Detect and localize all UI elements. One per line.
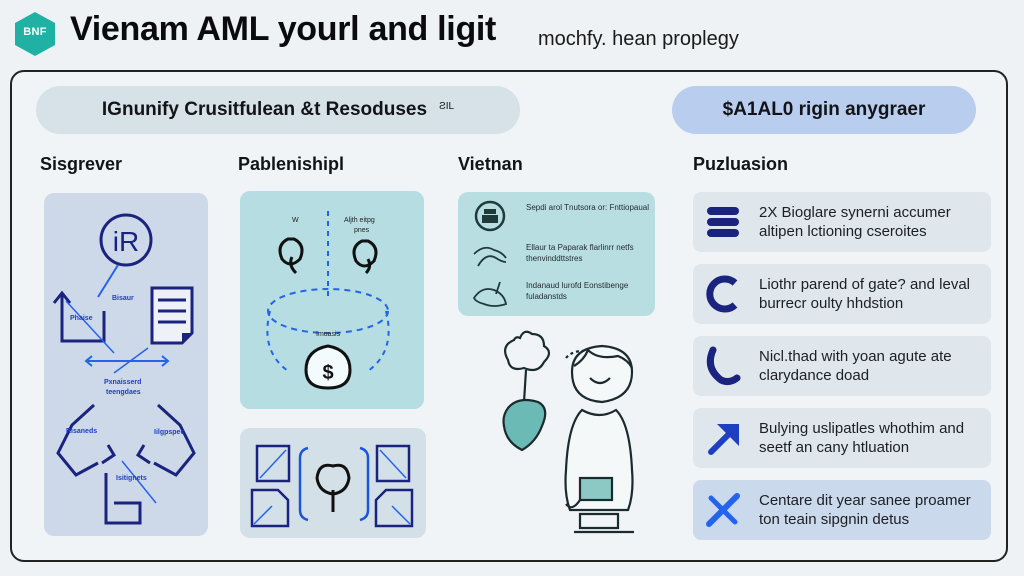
frame-icon [375,444,411,483]
column-heading-2: Pablenishipl [238,154,345,174]
list-item[interactable]: Bulying uslipatles whothim and seetf an … [693,408,991,468]
connector-line [97,264,119,298]
svg-text:$: $ [322,362,333,384]
flow-label: W [292,217,299,224]
process-diagram: iR [52,213,196,525]
cake-icon [474,200,506,232]
snake-coin-icon [278,237,304,275]
card-text: Centare dit year sanee proamer ton teain… [759,492,971,528]
card-text: 2X Bioglare synerni accumer altipen lcti… [759,204,951,240]
logo[interactable]: BNF [14,11,56,57]
column-heading-3: Vietnan [458,154,523,174]
linked-assets-diagram [250,444,414,528]
arrow-up-right-icon [708,424,739,455]
frame-icon [374,488,414,528]
frame-icon [250,488,290,528]
close-x-icon [706,493,740,527]
list-item[interactable]: Indanaud lurofd Eonstibenge fuladanstds [458,276,655,312]
arrow-cycle-icon [56,403,196,525]
partnership-flow-diagram: $ [266,211,390,390]
flow-label: Aljth eitpg [344,217,375,224]
column-heading-4: Puzluasion [693,154,789,174]
origin-pill-button[interactable]: $A1AL0 rigin anygraer [672,86,976,134]
card-text: Nicl.thad with yoan agute ate clarydance… [759,348,952,384]
snake-coin-icon [315,463,351,512]
resources-pill-button[interactable]: IGnunify Crusitfulean &t Resoduses ƧIL [36,86,520,134]
list-item-text: Indanaud lurofd Eonstibenge fuladanstds [526,281,629,301]
corner-arrow-icon [52,290,115,354]
bracket-icon [298,446,370,522]
list-item-text: Ellaur ta Paparak flarlinrr netfs thenvi… [526,243,634,263]
vietnam-info-panel: Sepdi arol Tnutsora or: Fnttiopaual Ella… [458,192,655,316]
partnership-flow-panel[interactable]: $ W Aljth eitpg pnes Imuasis [240,191,424,409]
origin-pill-label: $A1AL0 rigin anygraer [722,99,926,120]
logo-text: BNF [23,26,47,38]
diagram-label: Iilgpspec [154,429,185,436]
handshake-icon [473,246,507,267]
list-item[interactable]: Nicl.thad with yoan agute ate clarydance… [693,336,991,396]
flow-label: pnes [354,227,370,234]
list-item[interactable]: 2X Bioglare synerni accumer altipen lcti… [693,192,991,252]
flow-label: Imuasis [316,331,341,338]
linked-assets-panel[interactable] [240,428,426,538]
list-item-text: Sepdi arol Tnutsora or: Fnttiopaual [526,203,650,212]
list-item[interactable]: Ellaur ta Paparak flarlinrr netfs thenvi… [458,238,655,274]
page-title: Vienam AML yourl and ligit [70,10,497,48]
dollar-coin-icon: $ [304,344,352,390]
hexagon-logo-icon [15,12,55,56]
app-header: BNF Vienam AML yourl and ligit mochfy. h… [0,0,1024,68]
svg-text:iR: iR [113,226,139,257]
list-item[interactable]: Sepdi arol Tnutsora or: Fnttiopaual [458,198,655,234]
diagram-label: Isitignets [116,475,147,482]
diagram-label: Pxnaisserd [104,379,142,386]
diagram-label: Risaneds [66,428,98,435]
diagram-label: Phaise [70,315,93,322]
double-arrow-icon [84,347,170,374]
document-icon [150,286,194,345]
person-with-balloon-icon [502,330,634,534]
person-with-balloon-illustration [462,318,662,550]
snake-coin-icon [352,239,378,275]
frame-icon [255,444,291,483]
resources-pill-label: IGnunify Crusitfulean &t Resoduses [101,99,428,120]
diagram-label: Bisaur [112,295,134,302]
list-item[interactable]: Liothr parend of gate? and leval burrecr… [693,264,991,324]
resources-pill-badge: ƧIL [439,100,455,112]
registered-circle-icon: iR [99,213,153,267]
diagram-label: teengdaes [106,389,141,396]
column-heading-1: Sisgrever [40,154,123,174]
page-subtitle: mochfy. hean proplegy [538,28,739,50]
card-text: Bulying uslipatles whothim and seetf an … [759,420,965,456]
hand-icon [472,281,508,307]
process-diagram-panel[interactable]: iR Bisaur Phaise [44,193,208,536]
list-item[interactable]: Centare dit year sanee proamer ton teain… [693,480,991,540]
stack-icon [707,207,739,237]
c-shape-icon [706,275,738,313]
phone-icon [706,346,741,386]
card-text: Liothr parend of gate? and leval burrecr… [759,276,970,312]
